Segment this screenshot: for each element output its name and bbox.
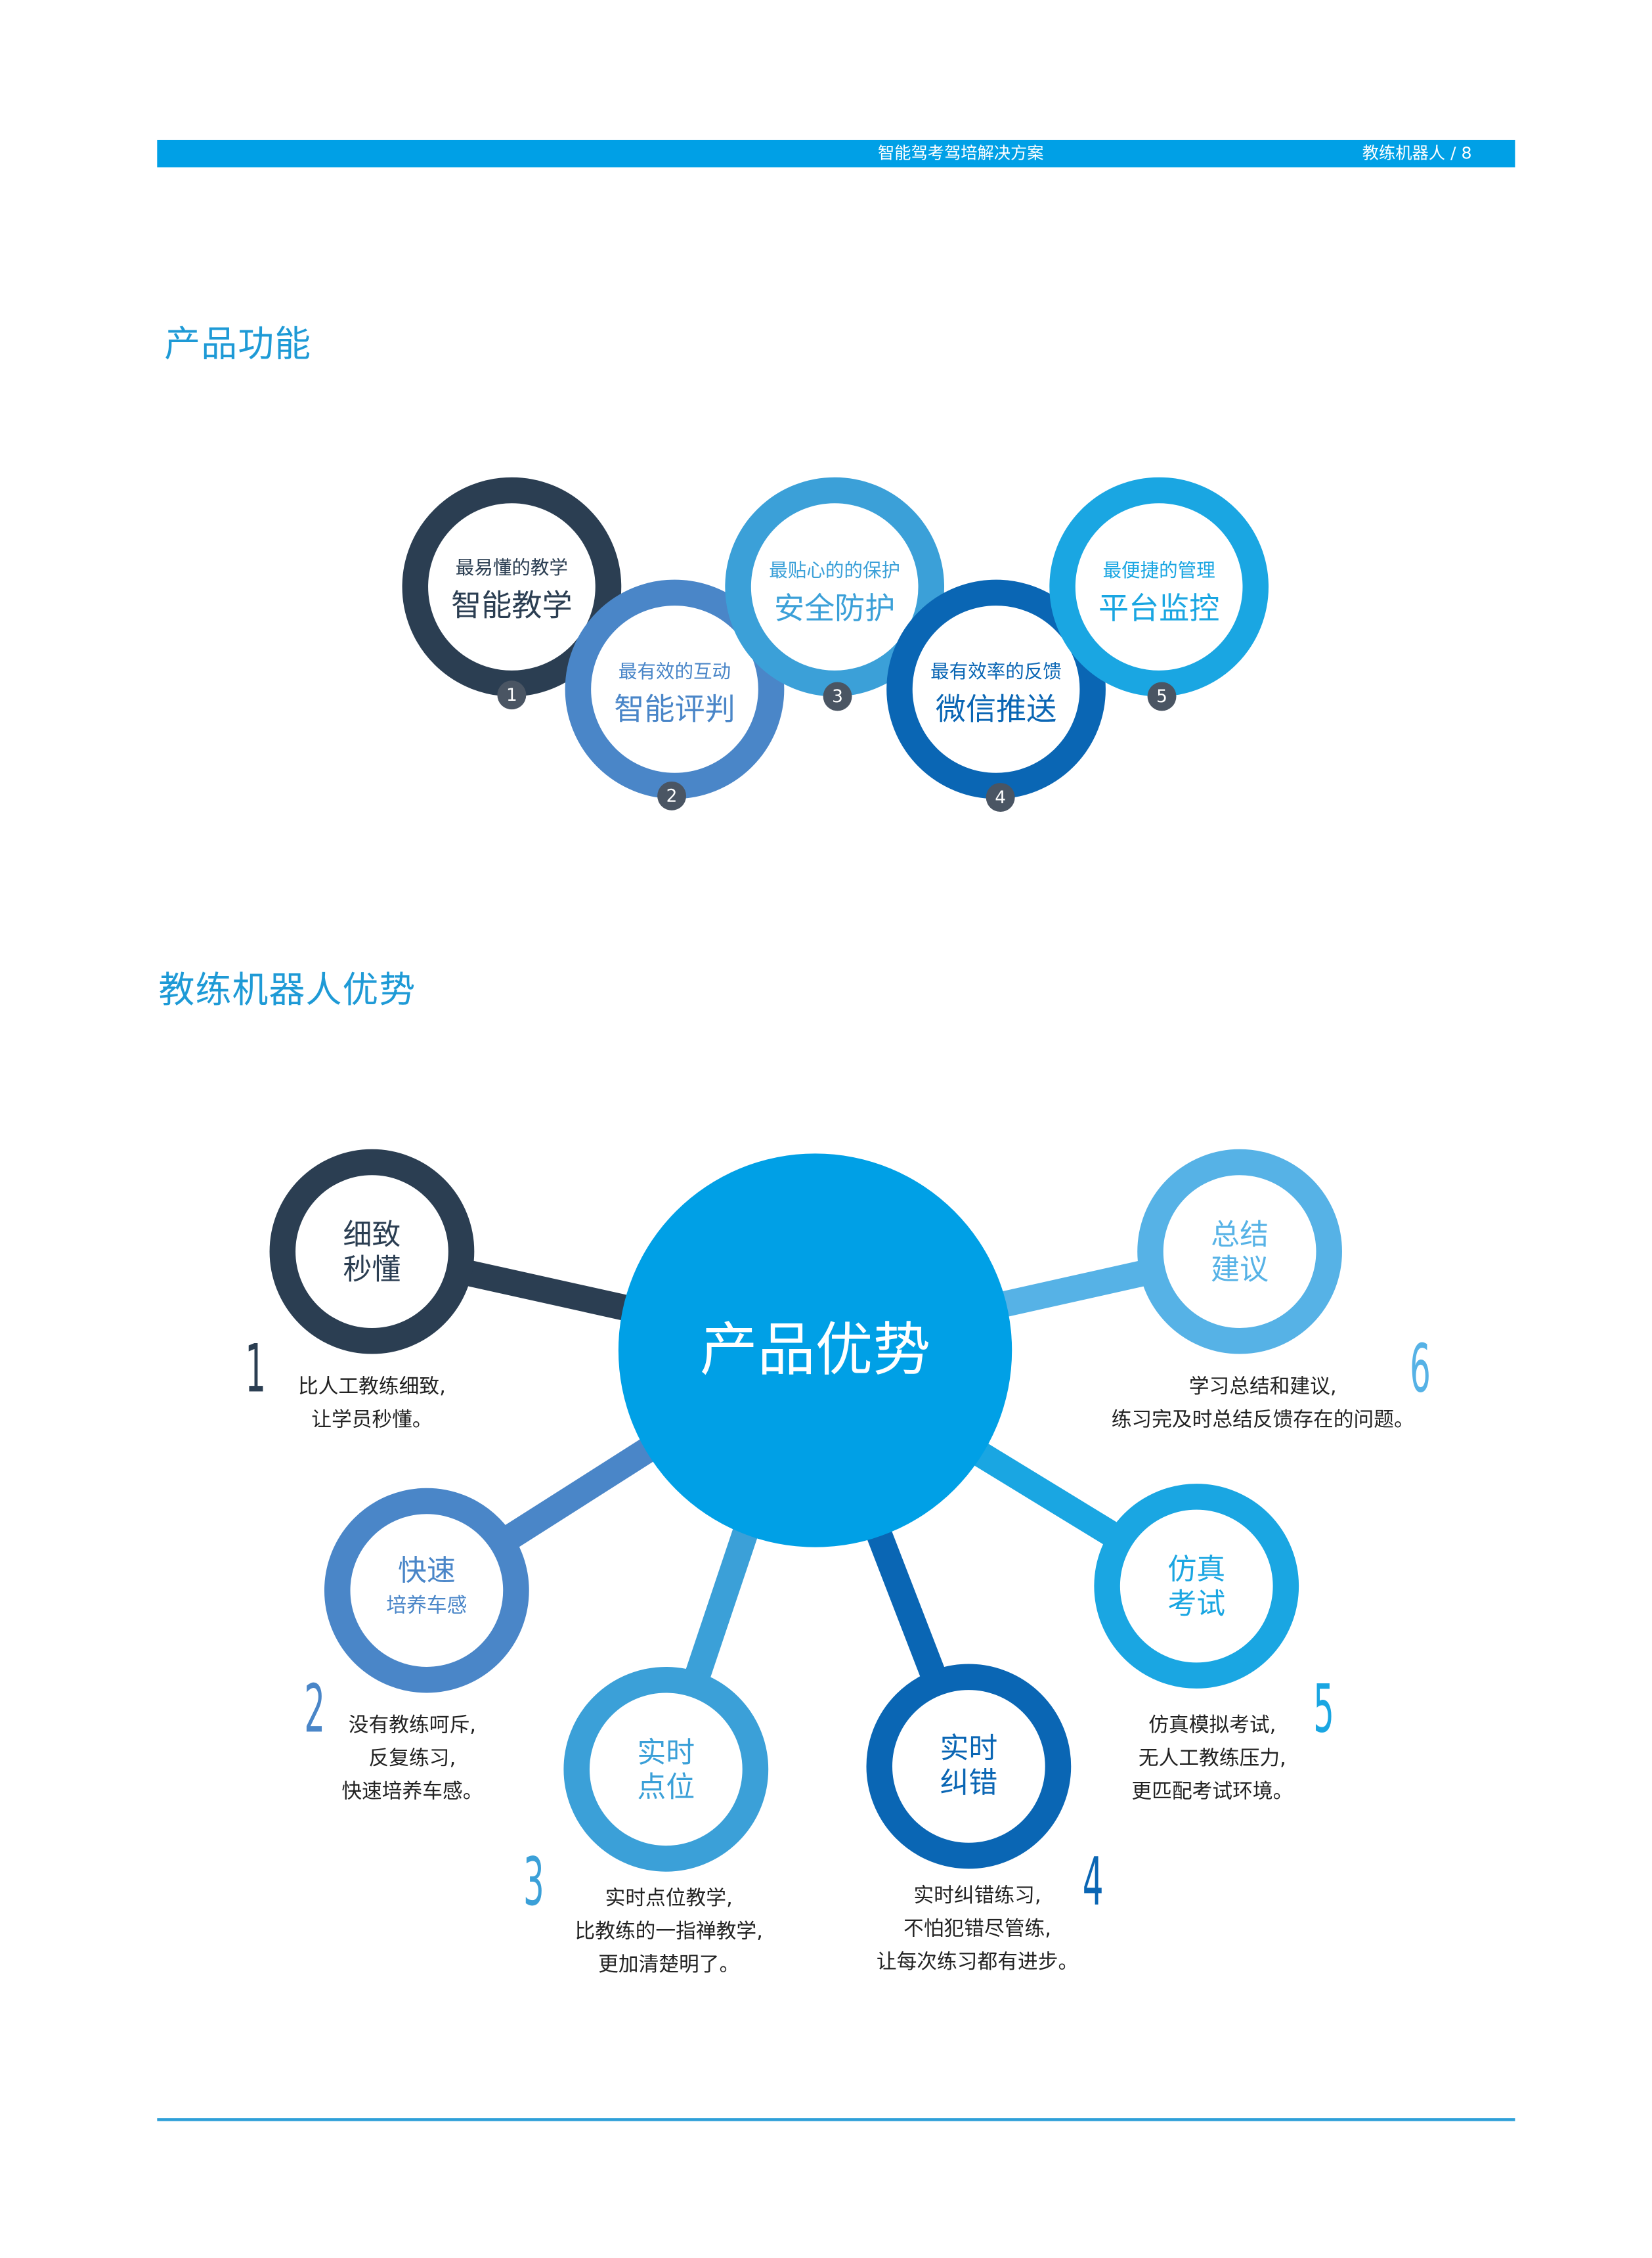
advantage-label-4b: 纠错 xyxy=(940,1765,998,1800)
advantage-desc-4: 实时纠错练习, 不怕犯错尽管练, 让每次练习都有进步。 xyxy=(862,1880,1093,1980)
advantage-desc-1: 比人工教练细致, 让学员秒懂。 xyxy=(257,1371,487,1438)
desc-line: 反复练习, xyxy=(368,1747,456,1771)
advantage-label-3b: 点位 xyxy=(637,1769,695,1804)
advantage-desc-2: 没有教练呵斥, 反复练习, 快速培养车感。 xyxy=(326,1710,498,1809)
advantage-label-1b: 秒懂 xyxy=(343,1251,401,1287)
advantage-number-2: 2 xyxy=(304,1670,326,1748)
desc-line: 练习完及时总结反馈存在的问题。 xyxy=(1111,1408,1414,1432)
feature-main-5: 平台监控 xyxy=(1098,591,1220,626)
advantage-desc-6: 学习总结和建议, 练习完及时总结反馈存在的问题。 xyxy=(1090,1371,1436,1438)
advantage-label-4a: 实时 xyxy=(940,1730,998,1765)
desc-line: 仿真模拟考试, xyxy=(1148,1714,1276,1738)
advantage-label-2b: 培养车感 xyxy=(386,1595,467,1618)
header-page-label: 教练机器人 / 8 xyxy=(1362,143,1472,164)
feature-sub-5: 最便捷的管理 xyxy=(1102,561,1215,583)
advantage-number-3: 3 xyxy=(523,1842,544,1921)
advantage-label-5b: 考试 xyxy=(1167,1586,1226,1621)
feature-sub-2: 最有效的互动 xyxy=(618,661,731,684)
desc-line: 实时点位教学, xyxy=(605,1887,733,1911)
advantage-desc-3: 实时点位教学, 比教练的一指禅教学, 更加清楚明了。 xyxy=(554,1883,784,1982)
desc-line: 让每次练习都有进步。 xyxy=(876,1951,1079,1974)
feature-number-2: 2 xyxy=(657,781,687,810)
advantage-label-1a: 细致 xyxy=(343,1216,401,1252)
advantage-label-6a: 总结 xyxy=(1211,1216,1269,1252)
advantage-label-3a: 实时 xyxy=(637,1735,695,1769)
feature-main-2: 智能评判 xyxy=(614,692,735,727)
feature-sub-1: 最易懂的教学 xyxy=(455,558,569,580)
section-title-advantages: 教练机器人优势 xyxy=(158,969,416,1011)
advantage-desc-5: 仿真模拟考试, 无人工教练压力, 更匹配考试环境。 xyxy=(1112,1710,1313,1809)
desc-line: 比人工教练细致, xyxy=(297,1375,446,1399)
feature-number-4: 4 xyxy=(986,783,1015,812)
section-title-features: 产品功能 xyxy=(164,322,312,365)
feature-number-3: 3 xyxy=(823,682,852,711)
advantage-number-1: 1 xyxy=(245,1329,267,1407)
advantage-ring-2 xyxy=(324,1488,529,1693)
advantage-number-4: 4 xyxy=(1082,1842,1104,1921)
feature-main-1: 智能教学 xyxy=(451,588,573,623)
advantage-number-5: 5 xyxy=(1313,1670,1334,1748)
advantage-label-6b: 建议 xyxy=(1211,1251,1269,1287)
feature-main-4: 微信推送 xyxy=(935,692,1057,727)
center-title: 产品优势 xyxy=(699,1317,931,1384)
desc-line: 让学员秒懂。 xyxy=(311,1408,433,1432)
desc-line: 不怕犯错尽管练, xyxy=(903,1917,1051,1941)
header-title: 智能驾考驾培解决方案 xyxy=(878,143,1044,164)
desc-line: 更匹配考试环境。 xyxy=(1131,1781,1293,1804)
advantage-label-5a: 仿真 xyxy=(1167,1551,1226,1587)
desc-line: 学习总结和建议, xyxy=(1188,1375,1337,1399)
header-bar xyxy=(157,139,1515,167)
advantage-number-6: 6 xyxy=(1410,1329,1431,1407)
desc-line: 快速培养车感。 xyxy=(341,1781,483,1804)
feature-number-1: 1 xyxy=(497,680,527,710)
feature-main-3: 安全防护 xyxy=(773,591,896,626)
advantage-label-2a: 快速 xyxy=(397,1553,456,1588)
desc-line: 更加清楚明了。 xyxy=(598,1953,740,1977)
desc-line: 无人工教练压力, xyxy=(1138,1747,1286,1771)
center-circle xyxy=(618,1153,1012,1547)
footer-line xyxy=(157,2118,1515,2121)
desc-line: 实时纠错练习, xyxy=(913,1884,1041,1908)
desc-line: 比教练的一指禅教学, xyxy=(575,1920,763,1944)
feature-sub-4: 最有效率的反馈 xyxy=(930,661,1062,684)
desc-line: 没有教练呵斥, xyxy=(348,1714,476,1738)
feature-sub-3: 最贴心的的保护 xyxy=(769,561,901,583)
feature-number-5: 5 xyxy=(1147,682,1177,711)
